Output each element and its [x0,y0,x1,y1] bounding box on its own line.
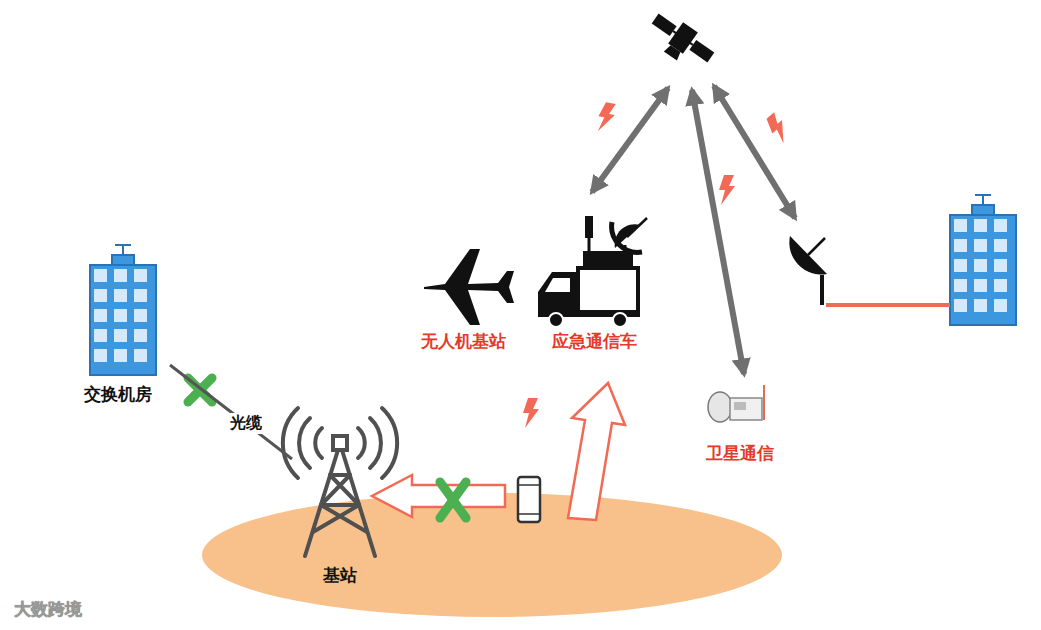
ground-ellipse [202,493,782,617]
icon-node: 基站 [292,402,388,590]
building-icon [950,195,1016,325]
node-label: 交换机房 [84,384,152,404]
node-label: 应急通信车 [552,331,637,351]
edge-label: 光缆 [228,413,264,434]
terminal-icon [708,385,764,422]
icon-node: 交换机房 [78,252,170,407]
phone-icon [518,477,540,522]
uplink-arrow [568,383,625,520]
building-icon [90,245,156,375]
signal-bolt [763,112,795,145]
satellite-icon [643,8,719,76]
node-label: 无人机基站 [421,331,506,351]
signal-bolt [719,175,735,205]
icon-node: 应急通信车 [549,331,640,351]
broken-cross [440,482,466,518]
dish-icon [789,236,950,305]
icon-node: 无人机基站 [418,331,509,351]
satellite-link [592,86,795,374]
signal-bolt [596,101,617,133]
node-label: 卫星通信 [706,443,774,463]
blocked-arrow [372,475,505,517]
signal-bolt [523,398,539,428]
icon-node: 卫星通信 [703,443,777,463]
truck-icon [538,216,647,327]
watermark: 大数跨境 [14,598,82,621]
tower-icon [283,408,397,556]
cable-line [170,365,292,459]
drone-icon [424,249,514,325]
node-label: 基站 [323,565,357,585]
